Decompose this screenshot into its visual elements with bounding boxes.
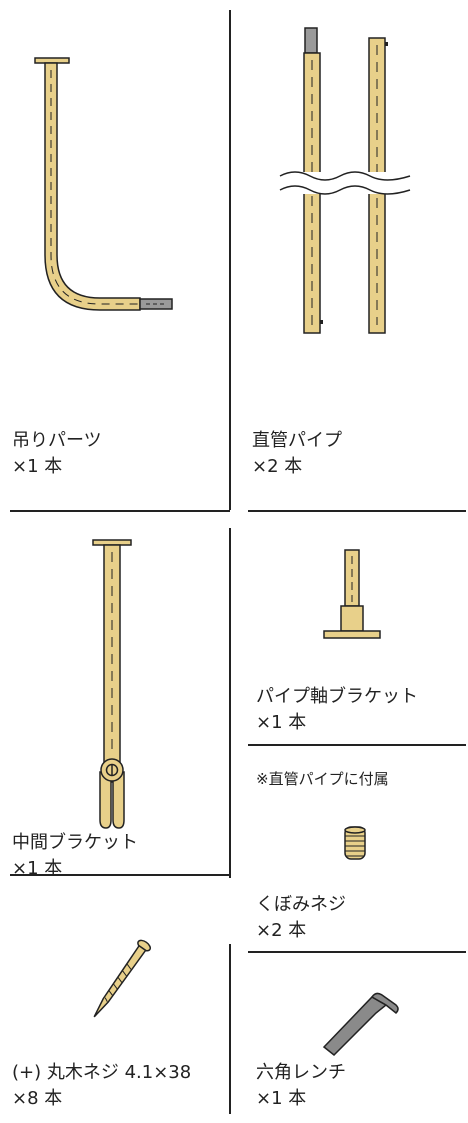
wood-screw-illustration [93,939,152,1018]
hline-pipe-axis-bracket [248,744,466,746]
hline-straight-pipe [248,510,466,512]
straight-pipe-qty: ×2 本 [252,456,303,477]
vertical-divider-mid [229,528,231,878]
straight-pipe-illustration [279,27,411,334]
hanging-part-illustration [34,57,173,311]
vertical-divider-top [229,10,231,510]
hanging-part-label: 吊りパーツ ×1 本 [12,428,102,480]
recess-screw-illustration [344,826,366,860]
hex-wrench-illustration [322,992,399,1057]
straight-pipe-name: 直管パイプ [252,430,342,451]
middle-bracket-illustration [92,539,132,829]
recess-screw-qty: ×2 本 [256,920,307,941]
pipe-axis-bracket-name: パイプ軸ブラケット [256,686,418,707]
wood-screw-name: (+) 丸木ネジ 4.1×38 [12,1062,192,1083]
hex-wrench-name: 六角レンチ [256,1062,346,1083]
hex-wrench-label: 六角レンチ ×1 本 [256,1060,346,1112]
recess-screw-label: くぼみネジ ×2 本 [256,892,346,944]
hline-middle-bracket [10,874,230,876]
recess-screw-note: ※直管パイプに付属 [256,770,389,788]
recess-screw-name: くぼみネジ [256,894,346,915]
pipe-axis-bracket-label: パイプ軸ブラケット ×1 本 [256,684,418,736]
hex-wrench-qty: ×1 本 [256,1088,307,1109]
hline-recess-screw [248,951,466,953]
vertical-divider-bottom [229,944,231,1114]
pipe-axis-bracket-illustration [323,549,381,639]
middle-bracket-name: 中間ブラケット [12,832,138,853]
pipe-axis-bracket-qty: ×1 本 [256,712,307,733]
middle-bracket-label: 中間ブラケット ×1 本 [12,830,138,882]
hline-hanging-part [10,510,230,512]
wood-screw-label: (+) 丸木ネジ 4.1×38 ×8 本 [12,1060,191,1112]
straight-pipe-label: 直管パイプ ×2 本 [252,428,342,480]
hanging-part-qty: ×1 本 [12,456,63,477]
middle-bracket-qty: ×1 本 [12,858,63,879]
hanging-part-name: 吊りパーツ [12,430,102,451]
wood-screw-qty: ×8 本 [12,1088,63,1109]
